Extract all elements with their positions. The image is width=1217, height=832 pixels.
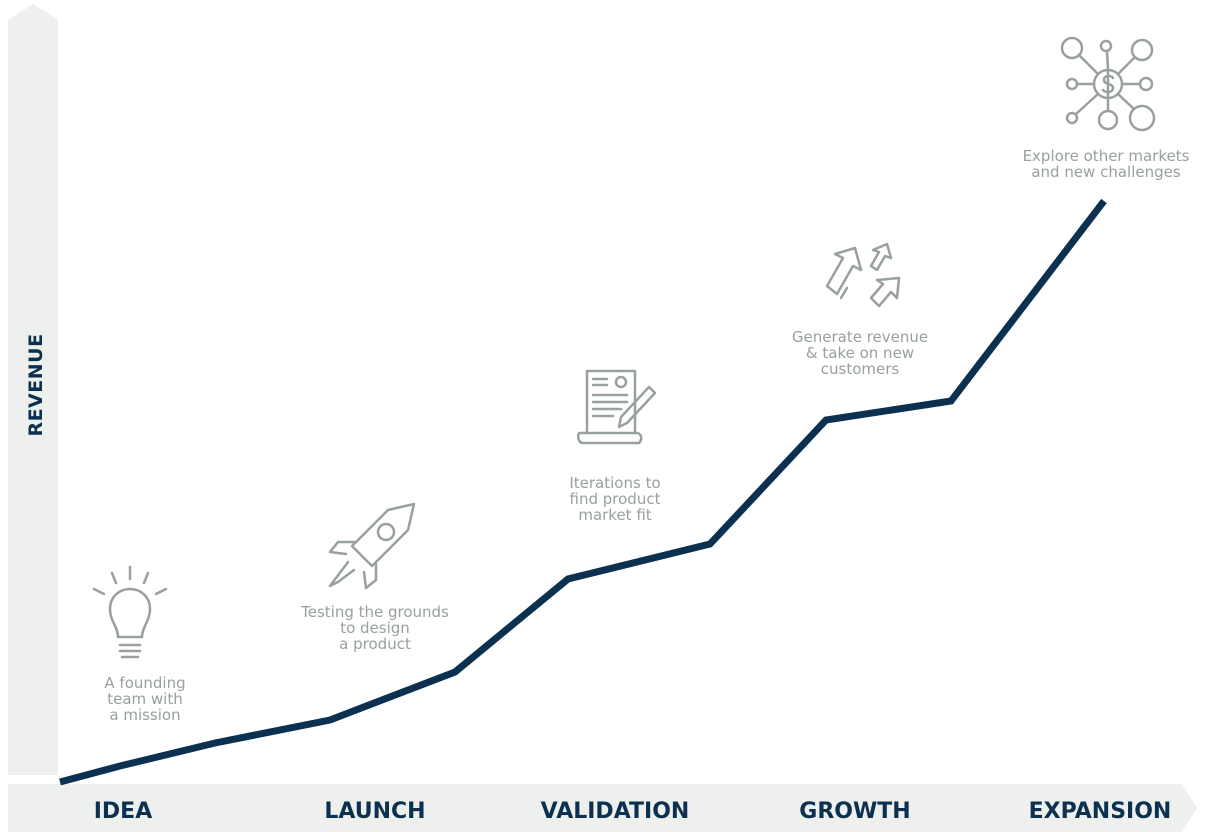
lightbulb-icon xyxy=(92,565,168,659)
revenue-curve-line xyxy=(59,198,1107,786)
stage-name-expansion: EXPANSION xyxy=(1028,799,1172,824)
y-axis-band xyxy=(8,4,58,775)
y-axis-label: REVENUE xyxy=(25,333,47,437)
growth-arrows-icon xyxy=(825,242,901,308)
stage-name-launch: LAUNCH xyxy=(324,799,426,824)
stage-name-growth: GROWTH xyxy=(799,799,911,824)
stage-description-growth: Generate revenue & take on new customers xyxy=(791,328,929,378)
stage-description-validation: Iterations to find product market fit xyxy=(569,474,661,524)
stage-description-launch: Testing the grounds to design a product xyxy=(301,603,449,653)
stage-name-validation: VALIDATION xyxy=(540,799,690,824)
stage-name-idea: IDEA xyxy=(93,799,153,824)
rocket-icon xyxy=(328,502,416,590)
stage-description-expansion: Explore other markets and new challenges xyxy=(1022,147,1190,181)
document-signature-icon xyxy=(577,369,657,445)
network-dollar-icon xyxy=(1060,36,1156,132)
x-axis-band xyxy=(8,784,1197,832)
stage-description-idea: A founding team with a mission xyxy=(104,674,186,724)
